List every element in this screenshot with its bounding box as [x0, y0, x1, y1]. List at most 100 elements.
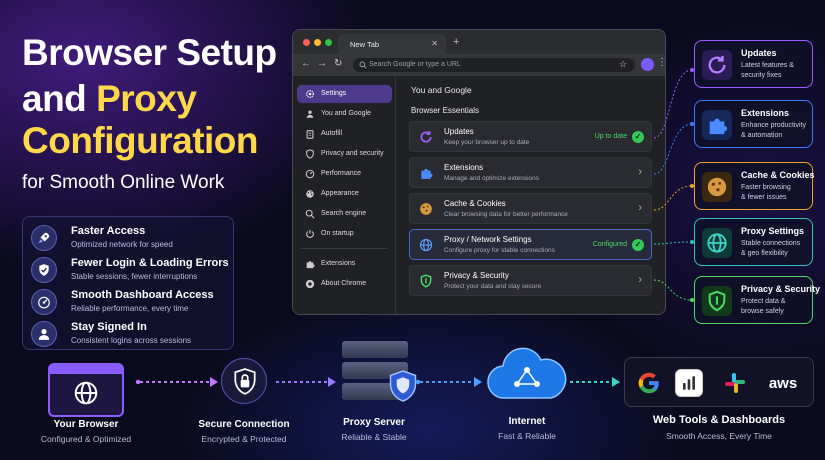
sidebar-item-performance[interactable]: Performance [297, 165, 392, 183]
menu-dots-icon[interactable]: ⋮ [657, 57, 666, 68]
browser-globe-icon [74, 381, 98, 405]
feature-card-updates: Updates Latest features &security fixes [694, 40, 813, 88]
row-subtitle: Clear browsing data for better performan… [444, 211, 568, 218]
server-unit [342, 341, 408, 358]
row-subtitle: Manage and optimize extensions [444, 175, 540, 182]
bookmark-star-icon[interactable]: ☆ [619, 59, 628, 69]
headline-line-2-white: and [22, 78, 97, 119]
new-tab-icon[interactable]: + [453, 36, 460, 48]
palette-icon [306, 190, 314, 198]
sidebar-item-autofill[interactable]: Autofill [297, 125, 392, 143]
row-status: Configured [592, 241, 627, 248]
connector-lines [653, 68, 694, 302]
refresh-icon [702, 50, 732, 80]
sidebar-item-appearance[interactable]: Appearance [297, 185, 392, 203]
cookie-icon [420, 203, 432, 215]
omnibox-placeholder: Search Google or type a URL [369, 61, 461, 68]
tab-bar: New Tab ✕ + [293, 30, 665, 54]
back-arrow-icon[interactable]: ← [301, 58, 311, 69]
sidebar-item-on-startup[interactable]: On startup [297, 225, 392, 243]
sidebar-item-privacy[interactable]: Privacy and security [297, 145, 392, 163]
benefit-title: Faster Access [71, 225, 146, 237]
cloud-icon [487, 347, 567, 399]
maximize-window-button[interactable] [325, 39, 332, 46]
card-title: Privacy & Security [741, 284, 821, 294]
card-title: Proxy Settings [741, 226, 805, 236]
settings-main: You and Google Browser Essentials Update… [397, 76, 665, 314]
flow-title-proxy: Proxy Server [343, 417, 405, 428]
benefit-item: Smooth Dashboard Access Reliable perform… [31, 289, 229, 317]
card-subtitle: Latest features &security fixes [741, 62, 794, 79]
benefit-title: Smooth Dashboard Access [71, 289, 214, 301]
flow-title-secure: Secure Connection [198, 419, 290, 430]
card-title: Updates [741, 48, 777, 58]
aws-logo-text: aws [768, 374, 798, 392]
flow-subtitle-browser: Configured & Optimized [40, 434, 132, 444]
google-logo [635, 369, 663, 397]
person-icon [306, 110, 314, 118]
profile-avatar[interactable] [641, 58, 654, 71]
chrome-icon [305, 279, 315, 289]
refresh-icon [420, 131, 432, 143]
sidebar-item-label: Autofill [321, 130, 343, 137]
browser-titlebar [50, 365, 122, 374]
close-tab-icon[interactable]: ✕ [431, 39, 438, 48]
flow-title-internet: Internet [508, 416, 546, 427]
settings-row-extensions[interactable]: Extensions Manage and optimize extension… [409, 157, 652, 188]
benefit-subtitle: Optimized network for speed [71, 240, 173, 249]
row-title: Extensions [444, 163, 484, 172]
sidebar-item-extensions[interactable]: Extensions [297, 255, 392, 273]
headline-line-3: Configuration [22, 120, 259, 161]
sidebar-item-label: On startup [321, 230, 354, 237]
card-subtitle: Faster browsing& fewer issues [741, 184, 791, 201]
sidebar-item-label: Settings [321, 90, 347, 97]
headline-subtitle: for Smooth Online Work [22, 172, 225, 193]
slack-logo [721, 369, 749, 397]
benefits-card: Faster Access Optimized network for spee… [22, 216, 234, 350]
close-window-button[interactable] [303, 39, 310, 46]
forward-arrow-icon[interactable]: → [317, 58, 327, 69]
benefit-subtitle: Stable sessions, fewer interruptions [71, 272, 198, 281]
feature-card-proxy: Proxy Settings Stable connections& geo f… [694, 218, 813, 266]
benefit-title: Stay Signed In [71, 321, 147, 333]
puzzle-icon [702, 110, 732, 140]
speedometer-icon [31, 289, 57, 315]
secure-connection-illustration [221, 358, 267, 404]
benefit-subtitle: Reliable performance, every time [71, 304, 189, 313]
settings-row-updates[interactable]: Updates Keep your browser up to date Up … [409, 121, 652, 152]
benefit-subtitle: Consistent logins across sessions [71, 336, 192, 345]
sidebar-item-label: Extensions [321, 260, 356, 267]
sidebar-item-label: Privacy and security [321, 150, 384, 157]
gauge-icon [305, 169, 315, 179]
sidebar-item-settings[interactable]: Settings [297, 85, 392, 103]
sidebar-item-search-engine[interactable]: Search engine [297, 205, 392, 223]
feature-card-privacy: Privacy & Security Protect data &browse … [694, 276, 820, 324]
sidebar-item-about-chrome[interactable]: About Chrome [297, 275, 392, 293]
chevron-right-icon: › [638, 274, 642, 286]
server-shield-icon [389, 370, 417, 402]
settings-row-proxy[interactable]: Proxy / Network Settings Configure proxy… [409, 229, 652, 260]
browser-tab[interactable]: New Tab ✕ [338, 34, 446, 54]
sidebar-item-label: Appearance [321, 190, 359, 197]
card-title: Cache & Cookies [741, 170, 815, 180]
section-header: You and Google [411, 85, 472, 95]
card-title: Extensions [741, 108, 790, 118]
reload-icon[interactable]: ↻ [334, 58, 343, 69]
flow-title-tools: Web Tools & Dashboards [652, 414, 786, 426]
feature-card-extensions: Extensions Enhance productivity& automat… [694, 100, 813, 148]
browser-window: New Tab ✕ + ← → ↻ Search Google or type … [292, 29, 666, 315]
search-icon [359, 61, 367, 69]
flow-subtitle-internet: Fast & Reliable [498, 431, 556, 441]
benefit-item: Fewer Login & Loading Errors Stable sess… [31, 257, 229, 285]
minimize-window-button[interactable] [314, 39, 321, 46]
settings-row-cache-cookies[interactable]: Cache & Cookies Clear browsing data for … [409, 193, 652, 224]
shield-icon [702, 286, 732, 316]
omnibox-input[interactable]: Search Google or type a URL [353, 58, 635, 72]
sidebar-item-you-and-google[interactable]: You and Google [297, 105, 392, 123]
row-title: Updates [444, 127, 474, 136]
feature-card-cache-cookies: Cache & Cookies Faster browsing& fewer i… [694, 162, 815, 210]
lock-shield-icon [234, 368, 256, 395]
tab-title: New Tab [350, 40, 380, 49]
settings-row-privacy[interactable]: Privacy & Security Protect your data and… [409, 265, 652, 296]
benefit-item: Stay Signed In Consistent logins across … [31, 321, 229, 349]
